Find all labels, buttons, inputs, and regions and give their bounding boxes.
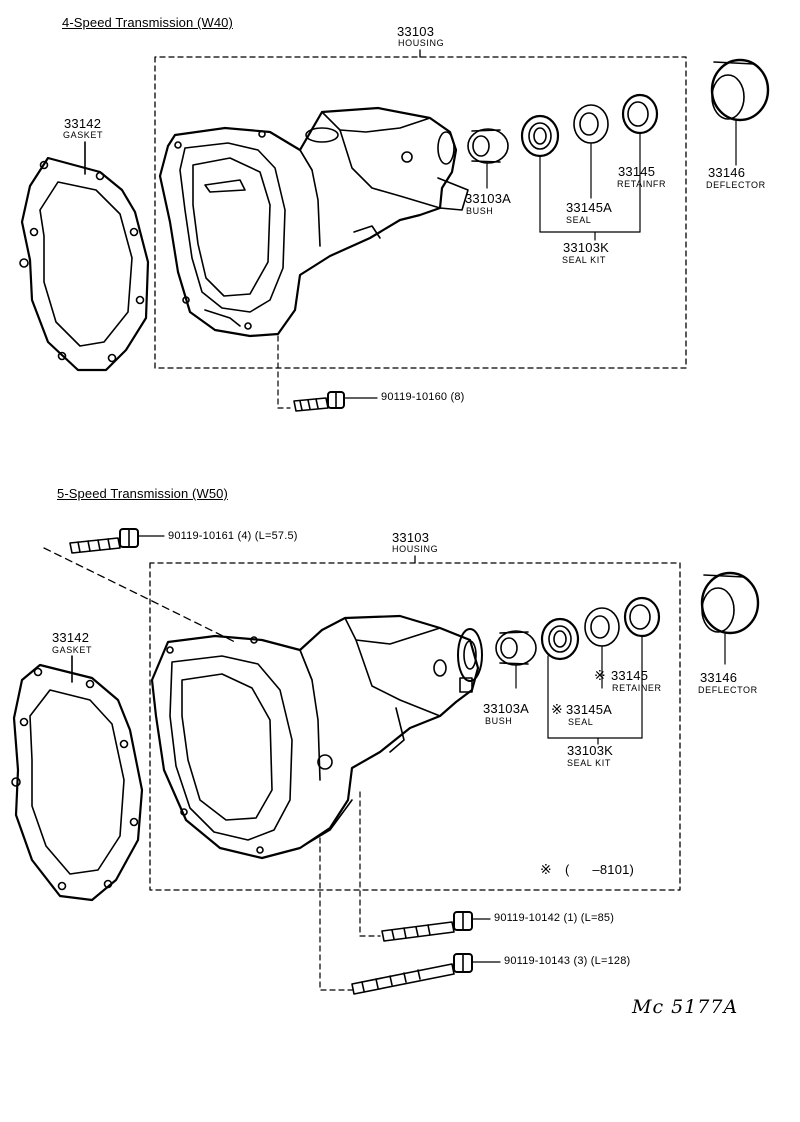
part-number-deflector: 33146 [700, 670, 738, 685]
section-w50-drawing [11, 528, 760, 995]
seal-kit-drawing [467, 58, 770, 164]
part-number-retainer: 33145 [618, 164, 656, 179]
part-name-seal: SEAL [566, 215, 592, 225]
part-number-gasket: 33142 [64, 116, 102, 131]
bolt-callout: 90119-10161 (4) (L=57.5) [168, 530, 298, 542]
gasket-drawing [11, 655, 144, 902]
part-name-retainer: RETAINFR [617, 179, 667, 189]
part-name-seal: SEAL [568, 717, 594, 727]
part-name-bush: BUSH [485, 716, 513, 726]
part-name-housing: HOUSING [392, 544, 439, 554]
section-title: 5-Speed Transmission (W50) [57, 486, 228, 501]
housing-drawing [158, 106, 469, 338]
part-number-housing: 33103 [397, 24, 435, 39]
bolt-callout: 90119-10142 (1) (L=85) [494, 912, 615, 924]
bolt-90119-10143-drawing [351, 953, 501, 995]
section-title: 4-Speed Transmission (W40) [62, 15, 233, 30]
section-w40-drawing [19, 49, 770, 412]
part-number-seal: 33145A [566, 200, 613, 215]
bolt-90119-10160-drawing [293, 391, 378, 412]
bolt-callout: 90119-10143 (3) (L=128) [504, 955, 631, 967]
part-name-housing: HOUSING [398, 38, 445, 48]
footnote-marker: ※ [540, 861, 552, 877]
seal-kit-drawing [495, 571, 760, 666]
bolt-90119-10142-drawing [381, 911, 491, 942]
part-number-seal-kit: 33103K [567, 743, 614, 758]
bolt-90119-10161-drawing [69, 528, 165, 554]
part-number-deflector: 33146 [708, 165, 746, 180]
part-name-seal-kit: SEAL KIT [562, 255, 606, 265]
part-number-retainer: 33145 [611, 668, 649, 683]
housing-group-outline [149, 562, 681, 891]
bolt-callout: 90119-10160 (8) [381, 391, 465, 403]
part-number-seal: 33145A [566, 702, 613, 717]
part-name-deflector: DEFLECTOR [706, 180, 766, 190]
part-name-deflector: DEFLECTOR [698, 685, 758, 695]
part-name-seal-kit: SEAL KIT [567, 758, 611, 768]
gasket-drawing [19, 141, 150, 372]
part-name-bush: BUSH [466, 206, 494, 216]
leader-lines-w50 [319, 633, 726, 991]
part-number-housing: 33103 [392, 530, 430, 545]
part-name-retainer: RETAINER [612, 683, 662, 693]
part-name-gasket: GASKET [52, 645, 93, 655]
part-number-bush: 33103A [483, 701, 530, 716]
part-number-gasket: 33142 [52, 630, 90, 645]
footnote-marker: ※ [551, 701, 563, 717]
part-number-seal-kit: 33103K [563, 240, 610, 255]
illustration-code: Mc 5177A [632, 996, 739, 1018]
part-name-gasket: GASKET [63, 130, 104, 140]
part-number-bush: 33103A [465, 191, 512, 206]
housing-drawing [150, 614, 483, 860]
leader-lines-w40 [277, 119, 737, 409]
housing-group-outline [154, 56, 687, 369]
applicability-note: ( –8101) [565, 862, 635, 877]
footnote-marker: ※ [594, 667, 606, 683]
